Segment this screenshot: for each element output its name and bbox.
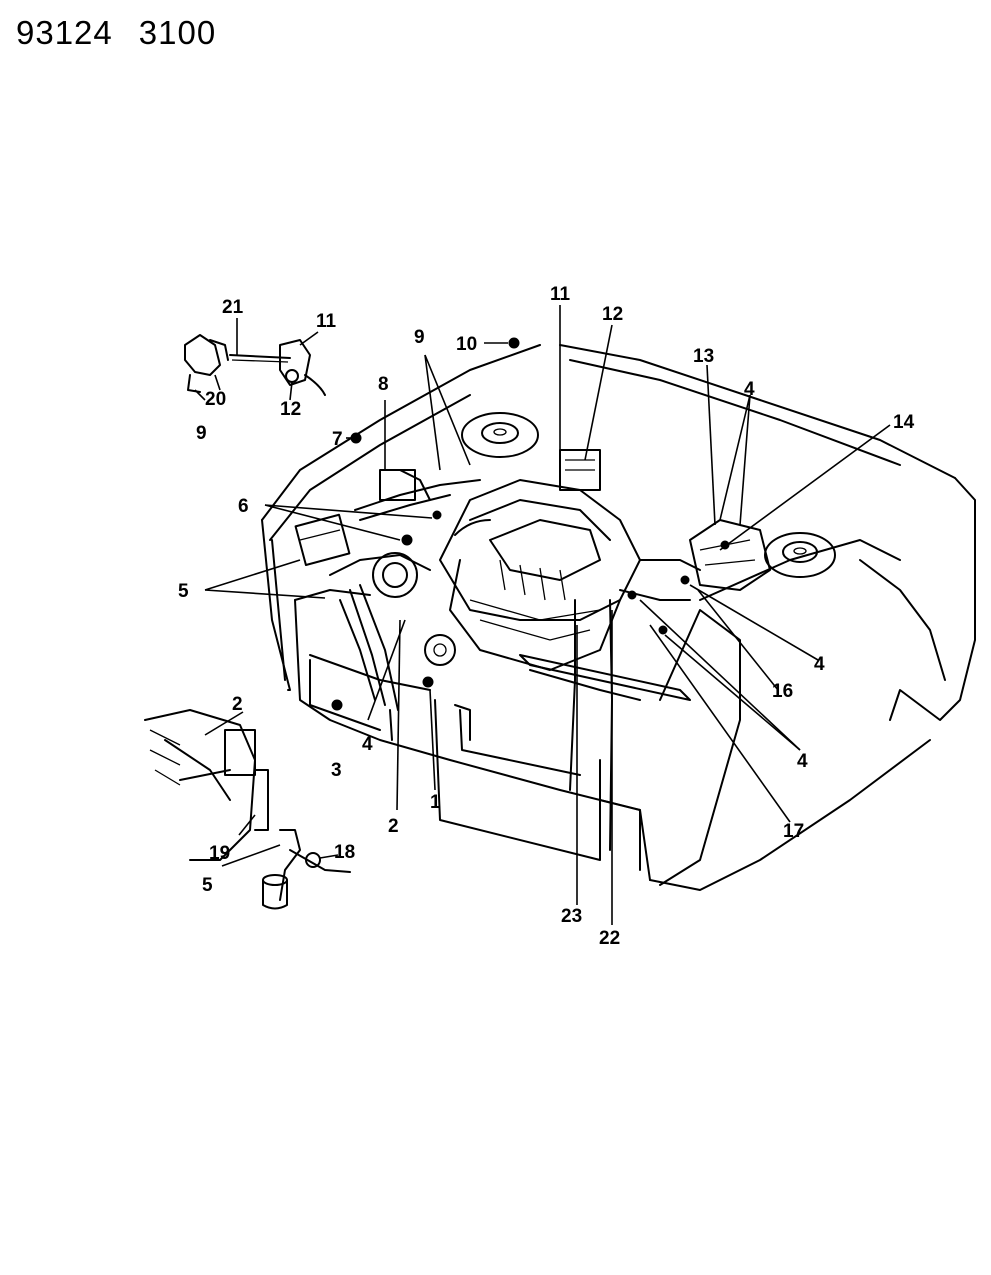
- callout-13: 13: [693, 346, 714, 367]
- callout-4-upper: 4: [744, 379, 755, 400]
- callout-18: 18: [334, 842, 355, 863]
- callout-4-lower-right: 4: [797, 751, 808, 772]
- callout-3: 3: [331, 760, 342, 781]
- fastener-marks: [331, 337, 730, 711]
- callout-11: 11: [550, 284, 571, 305]
- callout-labels: 21 11 20 12 9 7 8 9 10 11 12 13 4 14 6 5…: [178, 284, 915, 949]
- callout-11-inset: 11: [316, 311, 337, 332]
- callout-6: 6: [238, 496, 249, 517]
- callout-19: 19: [209, 843, 230, 864]
- callout-leader-lines: [194, 305, 891, 925]
- callout-9: 9: [414, 327, 425, 348]
- reference-code-b: 3100: [138, 14, 217, 51]
- callout-2-inset: 2: [232, 694, 243, 715]
- callout-8: 8: [378, 374, 389, 395]
- diagram-reference-code: 93124 3100: [16, 14, 242, 52]
- callout-22: 22: [599, 928, 620, 949]
- callout-12: 12: [602, 304, 623, 325]
- callout-12-inset: 12: [280, 399, 301, 420]
- callout-4-left: 4: [362, 734, 373, 755]
- callout-23: 23: [561, 906, 582, 927]
- callout-16: 16: [772, 681, 793, 702]
- callout-20: 20: [205, 389, 226, 410]
- callout-17: 17: [783, 821, 804, 842]
- callout-14: 14: [893, 412, 915, 433]
- callout-9-inset: 9: [196, 423, 207, 444]
- engine-assembly: [294, 449, 771, 851]
- callout-5-inset: 5: [202, 875, 213, 896]
- inset-bracket-assembly: [184, 334, 326, 396]
- shock-towers: [461, 412, 836, 578]
- vehicle-body-outline: [261, 344, 976, 891]
- callout-1: 1: [430, 792, 441, 813]
- inset-receiver-dryer: [144, 709, 351, 910]
- callout-5: 5: [178, 581, 189, 602]
- callout-7: 7: [332, 429, 343, 450]
- callout-10: 10: [456, 334, 477, 355]
- callout-2: 2: [388, 816, 399, 837]
- reference-code-a: 93124: [16, 14, 113, 51]
- callout-21: 21: [222, 297, 244, 318]
- callout-4-right: 4: [814, 654, 825, 675]
